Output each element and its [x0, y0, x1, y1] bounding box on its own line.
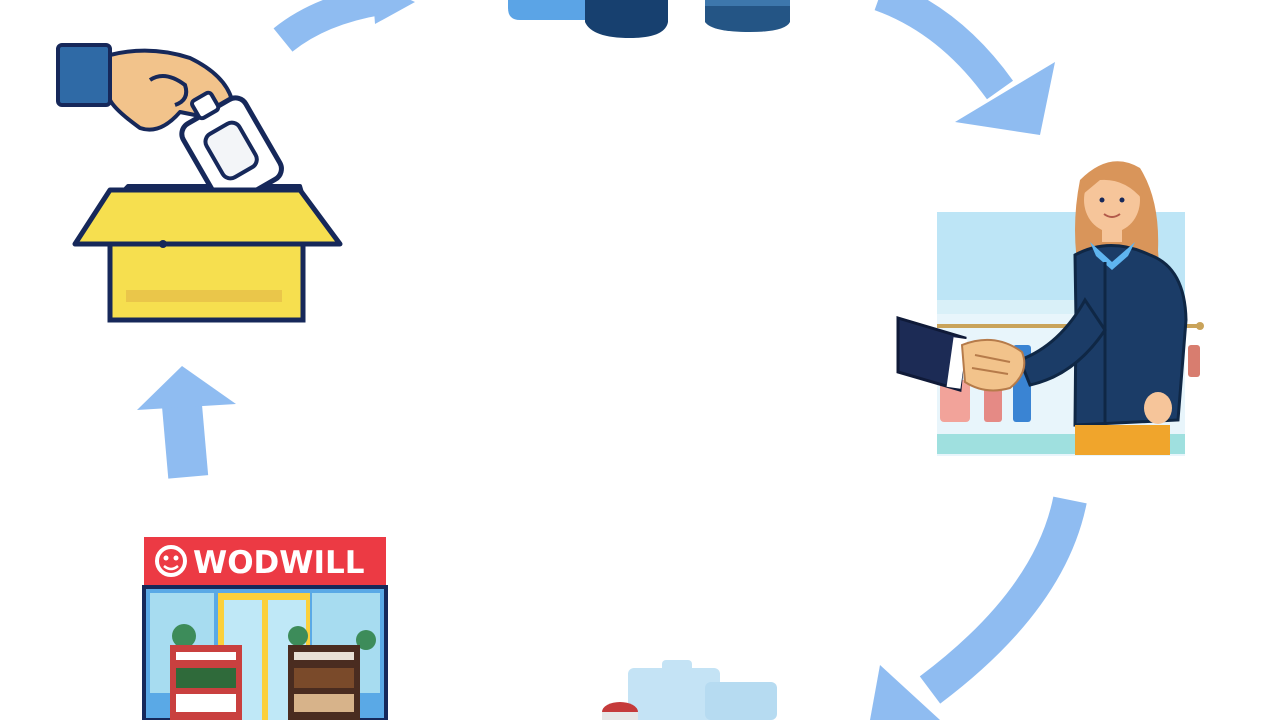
cycle-arrow-top-right — [874, 0, 1055, 135]
shop-assistant-handshake-icon — [896, 161, 1204, 456]
bottom-partial-item-icon — [602, 660, 777, 720]
cycle-arrow-top-left — [273, 0, 415, 52]
clothing-stack-icon — [508, 0, 790, 38]
store-sign-label: WODWILL — [193, 545, 365, 581]
thrift-store-front-icon: WODWILL — [142, 537, 388, 720]
cycle-arrow-left-up — [137, 366, 236, 479]
cycle-arrow-right-down — [870, 496, 1087, 720]
hand-dropping-item-into-box-icon — [56, 43, 343, 323]
